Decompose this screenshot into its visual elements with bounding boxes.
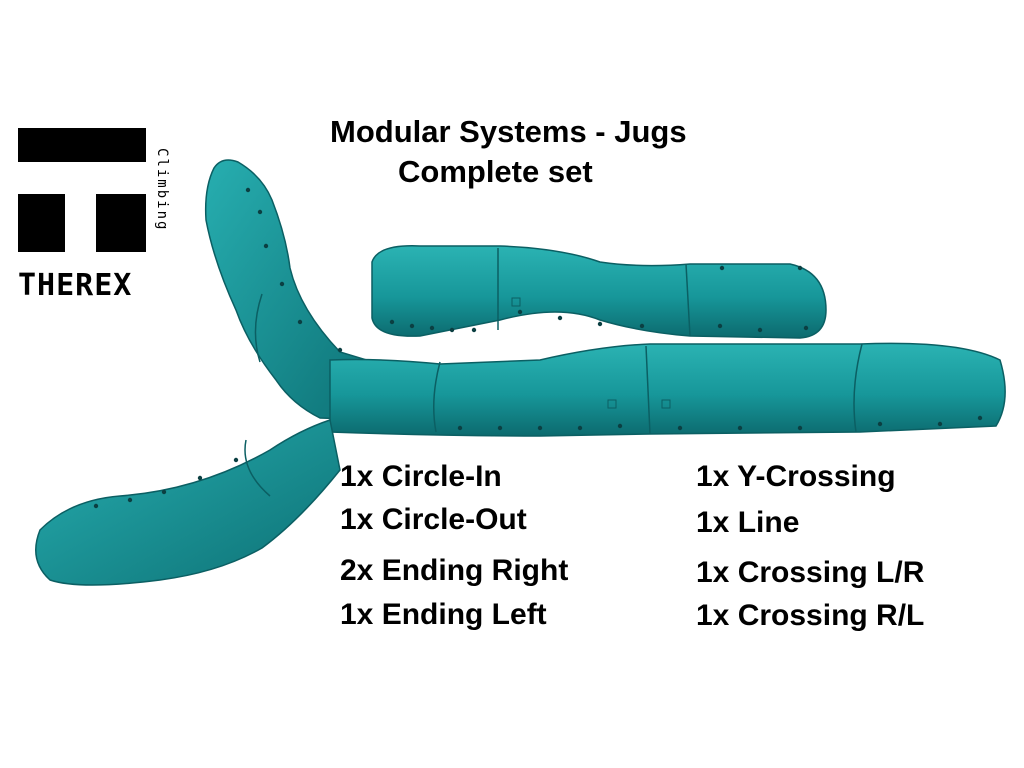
list-item: 1x Line bbox=[696, 506, 800, 539]
upper-hold-set bbox=[371, 245, 827, 339]
logo-left-block bbox=[18, 194, 65, 252]
title-line-2: Complete set bbox=[398, 154, 593, 189]
title: Modular Systems - Jugs Complete set bbox=[320, 112, 790, 192]
brand-logo: Climbing THEREX bbox=[18, 128, 178, 318]
list-item: 2x Ending Right bbox=[340, 554, 569, 587]
y-hold-set bbox=[35, 159, 1006, 586]
list-item: 1x Crossing R/L bbox=[696, 599, 925, 632]
list-item: 1x Crossing L/R bbox=[696, 556, 925, 589]
logo-right-block bbox=[96, 194, 146, 252]
title-line-1: Modular Systems - Jugs bbox=[330, 114, 687, 149]
list-item: 1x Circle-In bbox=[340, 460, 502, 493]
list-item: 1x Y-Crossing bbox=[696, 460, 896, 493]
logo-top-bar bbox=[18, 128, 146, 162]
list-item: 1x Circle-Out bbox=[340, 503, 527, 536]
logo-vertical-text: Climbing bbox=[154, 148, 170, 232]
logo-wordmark: THEREX bbox=[18, 268, 133, 303]
list-item: 1x Ending Left bbox=[340, 598, 547, 631]
